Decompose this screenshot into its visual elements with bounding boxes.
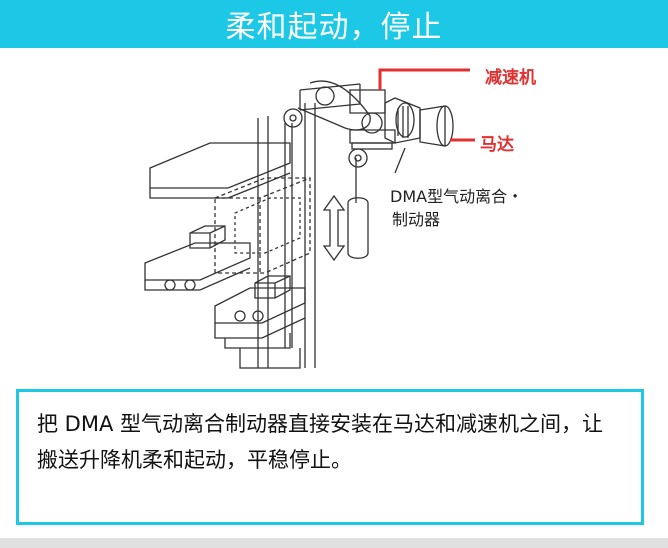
description-text: 把 DMA 型气动离合制动器直接安装在马达和减速机之间，让搬送升降机柔和起动，平… [37,412,604,472]
drive-pulley [315,86,335,106]
reducer-housing [349,89,386,114]
reducer-label: 减速机 [485,68,536,88]
motor-label: 马达 [480,135,514,155]
title-banner: 柔和起动，停止 [0,0,668,48]
counterweight [347,197,369,259]
motion-arrow [322,194,346,262]
elevator-diagram: 减速机 马达 DMA型气动离合・ 制动器 [0,48,668,388]
elevator-illustration [144,68,475,369]
clutch-label-line1: DMA型气动离合・ [390,187,524,206]
lower-pulley [348,148,368,168]
motor-body [419,105,446,147]
footer-bar [0,538,668,548]
page-title: 柔和起动，停止 [225,10,443,45]
clutch-label-line2: 制动器 [392,210,441,229]
cargo-box-lower [189,225,226,249]
description-box: 把 DMA 型气动离合制动器直接安装在马达和减速机之间，让搬送升降机柔和起动，平… [16,389,644,525]
reducer-callout [378,68,470,90]
carriage-dashed [214,177,311,274]
top-pulley-left [283,108,303,128]
